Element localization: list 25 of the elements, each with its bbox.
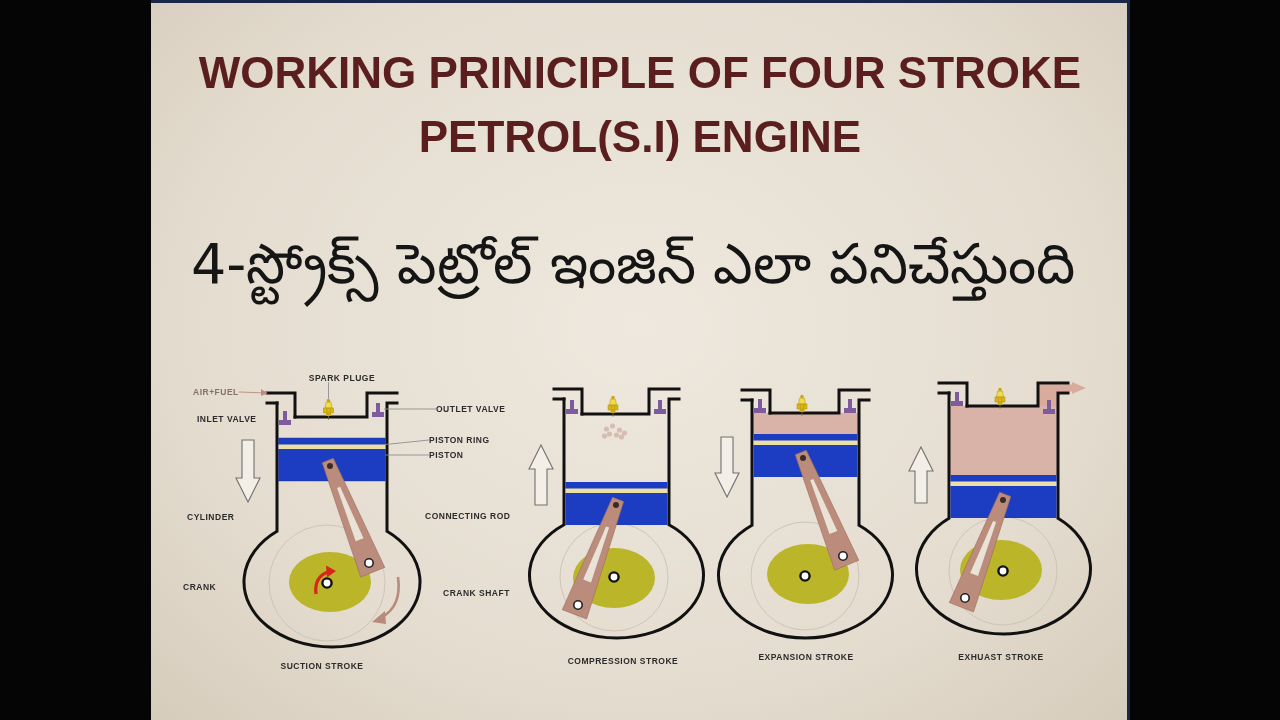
title: WORKING PRINICIPLE OF FOUR STROKE PETROL(S.I) ENGINE bbox=[197, 47, 1083, 163]
stroke-caption: EXPANSION STROKE bbox=[758, 652, 854, 662]
leader-line bbox=[328, 381, 329, 400]
inlet-port bbox=[265, 391, 297, 419]
part-label: CYLINDER bbox=[187, 512, 235, 522]
stroke-caption: SUCTION STROKE bbox=[280, 661, 364, 671]
piston-ring bbox=[278, 444, 386, 449]
outlet-valve bbox=[372, 403, 384, 417]
part-label: CONNECTING ROD bbox=[425, 511, 511, 521]
part-label: SPARK PLUGE bbox=[308, 373, 376, 383]
leader-line bbox=[385, 454, 430, 456]
part-label: OUTLET VALVE bbox=[436, 404, 506, 414]
piston bbox=[278, 437, 386, 482]
subtitle: 4-స్ట్రోక్స్ పెట్రోల్ ఇంజిన్ ఎలా పనిచేస్తుంది bbox=[190, 208, 1076, 320]
part-label: AIR+FUEL bbox=[193, 387, 239, 397]
part-label: PISTON RING bbox=[429, 435, 490, 445]
stroke-caption: COMPRESSION STROKE bbox=[567, 656, 679, 666]
stroke-caption: EXHUAST STROKE bbox=[958, 652, 1044, 662]
part-label: CRANK bbox=[183, 582, 217, 592]
spark-plug bbox=[323, 398, 334, 420]
part-label: INLET VALVE bbox=[197, 414, 257, 424]
part-label: CRANK SHAFT bbox=[443, 588, 510, 598]
part-label: PISTON bbox=[429, 450, 464, 460]
leader-line bbox=[385, 439, 430, 445]
leader-line bbox=[383, 408, 437, 410]
